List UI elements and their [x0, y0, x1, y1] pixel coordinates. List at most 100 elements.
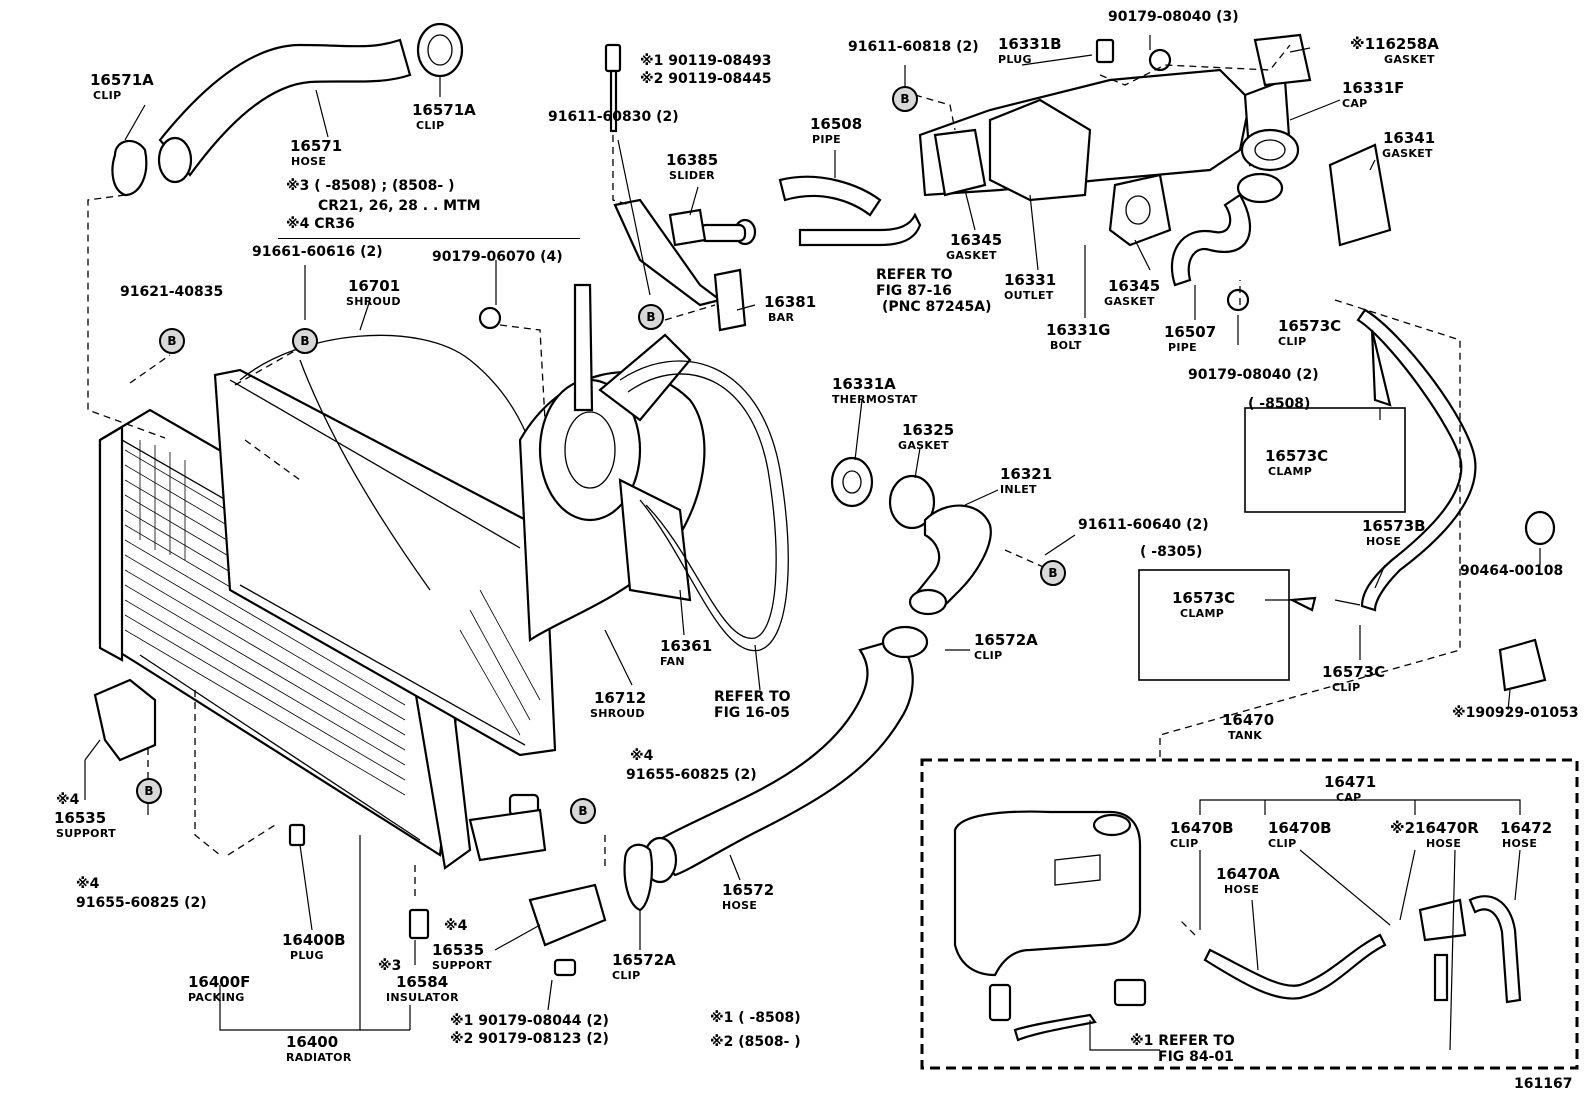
part-number-label: ※216470R [1390, 819, 1479, 837]
part-number-label: 16331G [1046, 321, 1111, 339]
part-number-label: 16470B [1268, 819, 1332, 837]
part-number-text: ※1 90179-08044 (2) [450, 1013, 609, 1029]
note-star4: ※4 [444, 918, 468, 934]
part-name-label: OUTLET [1004, 289, 1054, 302]
part-name-label: GASKET [1382, 147, 1433, 160]
part-number-label: 16571A [412, 101, 476, 119]
part-number-label: 16345 [1108, 277, 1161, 295]
part-number-text: 91661-60616 (2) [252, 244, 383, 260]
part-number-text: ※190929-01053 [1452, 705, 1579, 721]
note-range-8508: ( -8508) [1248, 396, 1311, 412]
reservoir-hose-drawing [1138, 308, 1556, 692]
part-number-label: 16535 [432, 941, 485, 959]
part-number-label: 16385 [666, 151, 719, 169]
part-number-label: 16470A [1216, 865, 1280, 883]
note-star3: ※3 [378, 958, 402, 974]
note-cr3-models: CR21, 26, 28 . . MTM [318, 198, 481, 214]
part-number-text: 90179-08040 (2) [1188, 367, 1319, 383]
part-number-text: 91611-60640 (2) [1078, 517, 1209, 533]
part-name-label: CLIP [416, 119, 445, 132]
part-name-label: HOSE [291, 155, 327, 168]
part-number-label: 16472 [1500, 819, 1553, 837]
part-number-label: 16381 [764, 293, 817, 311]
part-name-label: CLIP [612, 969, 641, 982]
part-number-label: 16345 [950, 231, 1003, 249]
part-number-text: ※2 90119-08445 [640, 71, 772, 87]
part-number-text: 91611-60830 (2) [548, 109, 679, 125]
part-number-label: 16341 [1383, 129, 1436, 147]
legend-note-1: ※1 ( -8508) [710, 1010, 801, 1026]
fan-drawing [518, 283, 789, 652]
ref-mark-b: B [292, 328, 318, 354]
part-name-label: CLIP [1268, 837, 1297, 850]
part-number-label: 16331 [1004, 271, 1057, 289]
part-name-label: HOSE [1366, 535, 1402, 548]
part-number-label: 16470B [1170, 819, 1234, 837]
part-number-label: 16535 [54, 809, 107, 827]
note-star4: ※4 [56, 792, 80, 808]
part-number-text: 91655-60825 (2) [626, 767, 757, 783]
legend-note-2: ※2 (8508- ) [710, 1034, 801, 1050]
part-name-label: SUPPORT [56, 827, 116, 840]
part-name-label: CLIP [974, 649, 1003, 662]
part-name-label: PLUG [290, 949, 324, 962]
note-cr3: ※3 ( -8508) ; (8508- ) [286, 178, 455, 194]
note-cr4: ※4 CR36 [286, 216, 355, 232]
part-name-label: CLIP [1278, 335, 1307, 348]
part-name-label: TANK [1228, 729, 1263, 742]
inlet-assembly-drawing [623, 456, 992, 912]
ref-mark-b: B [159, 328, 185, 354]
part-number-label: 16507 [1164, 323, 1217, 341]
refer-to-text: ※1 REFER TO [1130, 1033, 1235, 1049]
part-name-label: HOSE [1224, 883, 1260, 896]
note-range-8305: ( -8305) [1140, 544, 1203, 560]
part-number-label: 16571A [90, 71, 154, 89]
support-drawing [93, 38, 1250, 977]
part-name-label: RADIATOR [286, 1051, 352, 1064]
tank-box-drawing [920, 758, 1579, 1070]
part-number-label: 16331F [1342, 79, 1405, 97]
upper-hose-drawing [111, 22, 464, 197]
part-name-label: INLET [1000, 483, 1037, 496]
part-number-label: 16571 [290, 137, 343, 155]
part-name-label: CLIP [1332, 681, 1361, 694]
refer-to-text: REFER TO [876, 267, 953, 283]
part-name-label: CLIP [1170, 837, 1199, 850]
part-number-text: 91611-60818 (2) [848, 39, 979, 55]
part-number-label: 16508 [810, 115, 863, 133]
part-name-label: PACKING [188, 991, 245, 1004]
part-number-label: ※116258A [1350, 35, 1439, 53]
part-number-label: 16701 [348, 277, 401, 295]
part-name-label: INSULATOR [386, 991, 459, 1004]
part-name-label: GASKET [1104, 295, 1155, 308]
part-number-label: 16573C [1172, 589, 1236, 607]
note-star4: ※4 [630, 748, 654, 764]
ref-mark-b: B [892, 86, 918, 112]
part-number-label: 16400F [188, 973, 251, 991]
refer-to-text: REFER TO [714, 689, 791, 705]
part-number-label: 16572A [612, 951, 676, 969]
part-name-label: FAN [660, 655, 685, 668]
ref-mark-b: B [136, 778, 162, 804]
part-number-label: 16325 [902, 421, 955, 439]
part-number-label: 16572 [722, 881, 775, 899]
part-name-label: HOSE [1426, 837, 1462, 850]
refer-to-text: FIG 87-16 [876, 283, 952, 299]
refer-to-text: FIG 84-01 [1158, 1049, 1234, 1065]
part-number-label: 16361 [660, 637, 713, 655]
part-number-text: ※2 90179-08123 (2) [450, 1031, 609, 1047]
part-name-label: CLAMP [1268, 465, 1313, 478]
diagram-id: 161167 [1514, 1076, 1573, 1092]
part-number-text: 91621-40835 [120, 284, 224, 300]
part-number-label: 16573B [1362, 517, 1426, 535]
part-number-label: 16573C [1265, 447, 1329, 465]
refer-to-text: FIG 16-05 [714, 705, 790, 721]
part-number-label: 16331A [832, 375, 896, 393]
part-number-label: 16584 [396, 973, 449, 991]
part-name-label: GASKET [898, 439, 949, 452]
part-number-label: 16573C [1322, 663, 1386, 681]
part-name-label: HOSE [1502, 837, 1538, 850]
part-number-label: 16321 [1000, 465, 1053, 483]
